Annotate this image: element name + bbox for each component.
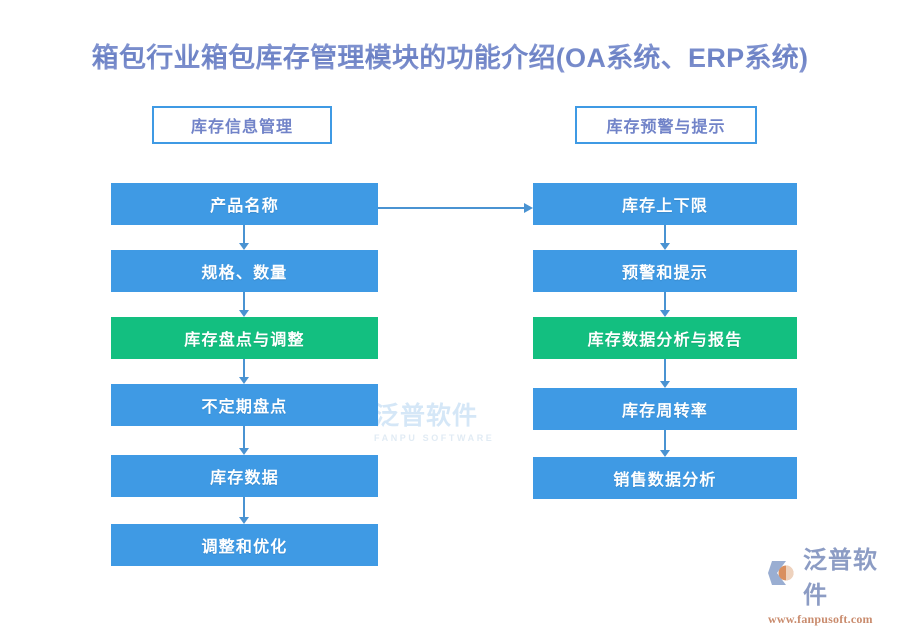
connector-right-2-3 bbox=[659, 292, 671, 317]
node-right-1-label: 库存上下限 bbox=[621, 198, 708, 215]
node-right-3[interactable]: 库存数据分析与报告 bbox=[533, 317, 797, 359]
header-box-right-label: 库存预警与提示 bbox=[606, 119, 726, 136]
page-title: 箱包行业箱包库存管理模块的功能介绍(OA系统、ERP系统) bbox=[0, 36, 900, 75]
node-left-4-label: 不定期盘点 bbox=[201, 399, 288, 416]
node-right-1[interactable]: 库存上下限 bbox=[533, 183, 797, 225]
connector-right-3-4 bbox=[659, 359, 671, 388]
node-right-5[interactable]: 销售数据分析 bbox=[533, 457, 797, 499]
node-right-3-label: 库存数据分析与报告 bbox=[587, 332, 743, 349]
node-left-1[interactable]: 产品名称 bbox=[111, 183, 378, 225]
node-left-5-label: 库存数据 bbox=[210, 470, 279, 487]
node-left-2[interactable]: 规格、数量 bbox=[111, 250, 378, 292]
connector-right-4-5 bbox=[659, 430, 671, 457]
connector-left-3-4 bbox=[238, 359, 250, 384]
header-box-left-label: 库存信息管理 bbox=[190, 119, 293, 136]
node-left-2-label: 规格、数量 bbox=[201, 265, 288, 282]
node-right-4[interactable]: 库存周转率 bbox=[533, 388, 797, 430]
node-left-5[interactable]: 库存数据 bbox=[111, 455, 378, 497]
connector-left-2-3 bbox=[238, 292, 250, 317]
node-left-4[interactable]: 不定期盘点 bbox=[111, 384, 378, 426]
corner-watermark-url: www.fanpusoft.com bbox=[768, 612, 873, 626]
node-left-6[interactable]: 调整和优化 bbox=[111, 524, 378, 566]
flowchart-canvas: 泛普软件 FANPU SOFTWARE 箱包行业箱包库存管理模块的功能介绍(OA… bbox=[0, 36, 900, 626]
connector-left1-to-right1 bbox=[378, 203, 533, 213]
node-left-3[interactable]: 库存盘点与调整 bbox=[111, 317, 378, 359]
node-right-4-label: 库存周转率 bbox=[621, 403, 708, 420]
header-box-inventory-alert[interactable]: 库存预警与提示 bbox=[575, 106, 757, 144]
connector-left-1-2 bbox=[238, 225, 250, 250]
header-box-inventory-info[interactable]: 库存信息管理 bbox=[152, 106, 332, 144]
corner-watermark-logo: 泛普软件 www.fanpusoft.com bbox=[768, 540, 900, 627]
fanpu-logo-icon bbox=[768, 559, 798, 592]
center-watermark-name: 泛普软件 bbox=[374, 402, 479, 430]
node-left-3-label: 库存盘点与调整 bbox=[184, 332, 305, 349]
connector-left-4-5 bbox=[238, 426, 250, 455]
center-watermark-sub: FANPU SOFTWARE bbox=[374, 433, 495, 443]
connector-left-5-6 bbox=[238, 497, 250, 524]
node-left-1-label: 产品名称 bbox=[210, 198, 279, 215]
node-right-2-label: 预警和提示 bbox=[621, 265, 708, 282]
node-right-5-label: 销售数据分析 bbox=[613, 472, 717, 489]
connector-right-1-2 bbox=[659, 225, 671, 250]
node-right-2[interactable]: 预警和提示 bbox=[533, 250, 797, 292]
node-left-6-label: 调整和优化 bbox=[201, 539, 288, 556]
